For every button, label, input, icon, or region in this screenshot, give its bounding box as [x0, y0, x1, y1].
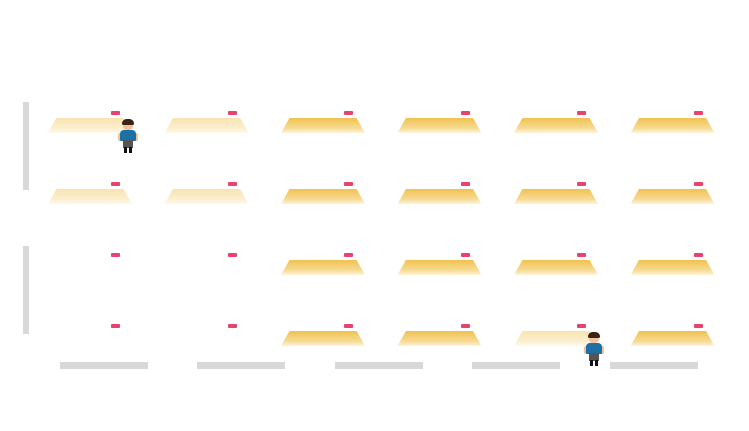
seat-marker — [344, 324, 353, 328]
seat-marker — [111, 253, 120, 257]
bottom-wall-1 — [60, 362, 148, 369]
character-part — [118, 133, 121, 141]
seat-r2-c2[interactable] — [164, 182, 249, 212]
character-part — [589, 353, 599, 361]
seat-marker — [693, 182, 703, 186]
desk — [281, 260, 365, 275]
seat-marker — [111, 111, 120, 115]
seat-r1-c3[interactable] — [281, 111, 365, 141]
seat-r3-c1[interactable] — [48, 253, 132, 283]
desk — [514, 260, 598, 275]
seat-marker — [227, 111, 237, 115]
seat-r4-c4[interactable] — [397, 324, 482, 354]
desk — [514, 118, 598, 133]
character-part — [124, 147, 127, 153]
character-part — [129, 147, 132, 153]
seat-marker — [227, 182, 237, 186]
seat-marker — [344, 182, 353, 186]
character-part — [589, 336, 599, 343]
seat-r3-c5[interactable] — [514, 253, 598, 283]
seat-r4-c2[interactable] — [165, 324, 249, 354]
seat-r3-c6[interactable] — [630, 253, 715, 283]
seat-marker — [577, 324, 586, 328]
character-part — [584, 346, 587, 354]
character-part — [120, 130, 136, 141]
seat-marker — [460, 111, 470, 115]
seat-marker — [460, 324, 470, 328]
seat-r2-c6[interactable] — [630, 182, 715, 212]
seat-marker — [693, 324, 703, 328]
desk — [397, 331, 482, 346]
bottom-wall-4 — [472, 362, 560, 369]
seat-marker — [344, 253, 353, 257]
character-part — [123, 123, 133, 130]
seat-r1-c5[interactable] — [514, 111, 598, 141]
seat-r3-c3[interactable] — [281, 253, 365, 283]
seat-marker — [111, 182, 120, 186]
character-part — [588, 332, 600, 338]
seat-r1-c1[interactable] — [48, 111, 132, 141]
desk — [514, 331, 598, 346]
character-part — [601, 346, 604, 354]
seat-marker — [111, 324, 120, 328]
desk — [630, 118, 715, 133]
character-part — [595, 360, 598, 366]
seat-r1-c6[interactable] — [630, 111, 715, 141]
seat-r3-c4[interactable] — [397, 253, 482, 283]
seat-r1-c2[interactable] — [164, 111, 249, 141]
seat-r3-c2[interactable] — [165, 253, 249, 283]
seat-r1-c4[interactable] — [397, 111, 482, 141]
seat-r2-c1[interactable] — [48, 182, 132, 212]
character-1[interactable] — [117, 119, 139, 155]
character-part — [122, 119, 134, 125]
seat-marker — [577, 253, 586, 257]
desk — [630, 331, 715, 346]
desk — [630, 189, 715, 204]
seat-r4-c3[interactable] — [281, 324, 365, 354]
desk — [164, 118, 249, 133]
seat-r4-c6[interactable] — [630, 324, 715, 354]
desk — [164, 189, 249, 204]
seat-marker — [693, 111, 703, 115]
desk — [397, 189, 482, 204]
character-part — [135, 133, 138, 141]
bottom-wall-3 — [335, 362, 423, 369]
left-wall-lower — [23, 246, 29, 334]
bottom-wall-2 — [197, 362, 285, 369]
seat-marker — [460, 182, 470, 186]
seat-r4-c1[interactable] — [48, 324, 132, 354]
character-part — [586, 343, 602, 354]
seat-marker — [577, 182, 586, 186]
seat-marker — [460, 253, 470, 257]
bottom-wall-5 — [610, 362, 698, 369]
desk — [48, 118, 132, 133]
seat-r2-c3[interactable] — [281, 182, 365, 212]
desk — [48, 189, 132, 204]
character-part — [123, 140, 133, 148]
seat-r2-c5[interactable] — [514, 182, 598, 212]
seat-r2-c4[interactable] — [397, 182, 482, 212]
seat-marker — [577, 111, 586, 115]
desk — [281, 189, 365, 204]
seat-marker — [227, 324, 237, 328]
seat-marker — [344, 111, 353, 115]
desk — [630, 260, 715, 275]
desk — [281, 331, 365, 346]
seat-marker — [693, 253, 703, 257]
desk — [397, 118, 482, 133]
seat-r4-c5[interactable] — [514, 324, 598, 354]
desk — [514, 189, 598, 204]
desk — [281, 118, 365, 133]
left-wall-upper — [23, 102, 29, 190]
seat-marker — [227, 253, 237, 257]
character-part — [590, 360, 593, 366]
desk — [397, 260, 482, 275]
character-2[interactable] — [583, 332, 605, 368]
